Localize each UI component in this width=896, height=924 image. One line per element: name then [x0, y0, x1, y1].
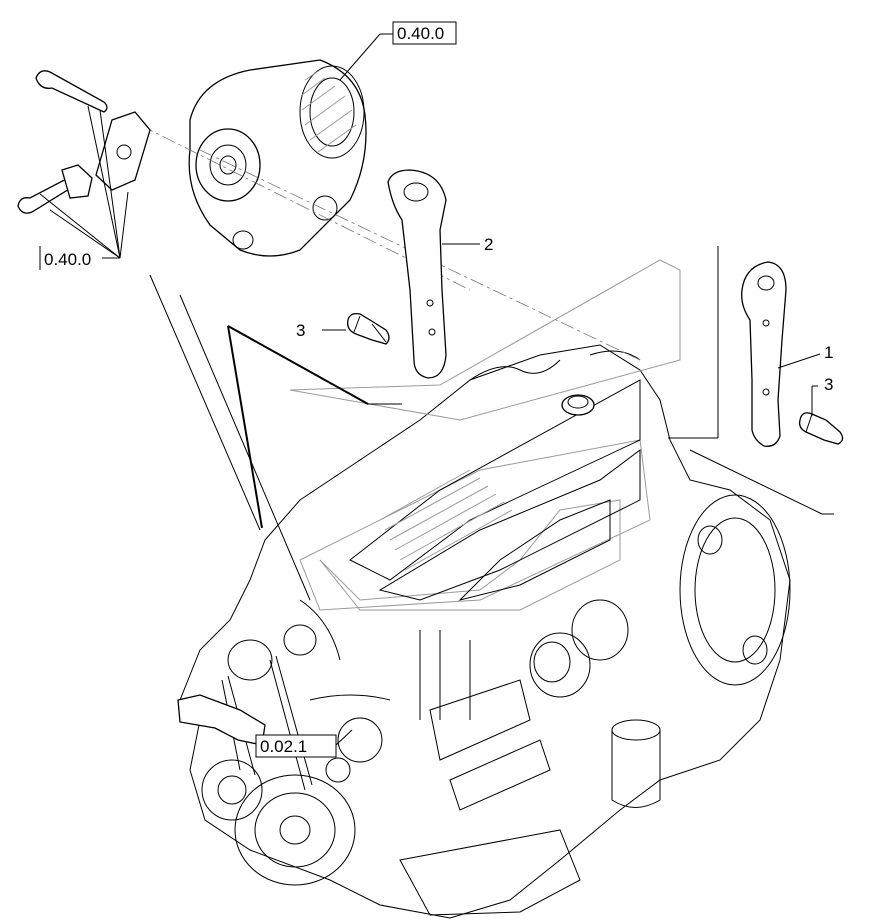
- callout-2[interactable]: 2: [484, 235, 493, 254]
- leader-lines: [39, 33, 834, 746]
- reference-box-bracket[interactable]: 0.40.0: [39, 246, 120, 270]
- alternator-drawing: [139, 59, 641, 361]
- reference-label-engine: 0.02.1: [260, 737, 307, 756]
- part-2-lifting-bracket: [387, 169, 447, 379]
- part-1-lifting-bracket: [741, 261, 787, 447]
- reference-box-alternator[interactable]: 0.40.0: [392, 21, 457, 45]
- callout-1[interactable]: 1: [824, 343, 833, 362]
- callout-3-left[interactable]: 3: [296, 321, 305, 340]
- callout-3-right[interactable]: 3: [824, 375, 833, 394]
- reference-box-engine[interactable]: 0.02.1: [255, 734, 337, 758]
- part-3-bolt-left: [347, 312, 390, 345]
- reference-label-alternator: 0.40.0: [397, 24, 444, 43]
- part-3-bolt-right: [798, 412, 844, 445]
- reference-label-bracket: 0.40.0: [44, 250, 91, 269]
- engine-assembly-drawing: [177, 259, 791, 919]
- alternator-bracket-bolts: [17, 70, 151, 214]
